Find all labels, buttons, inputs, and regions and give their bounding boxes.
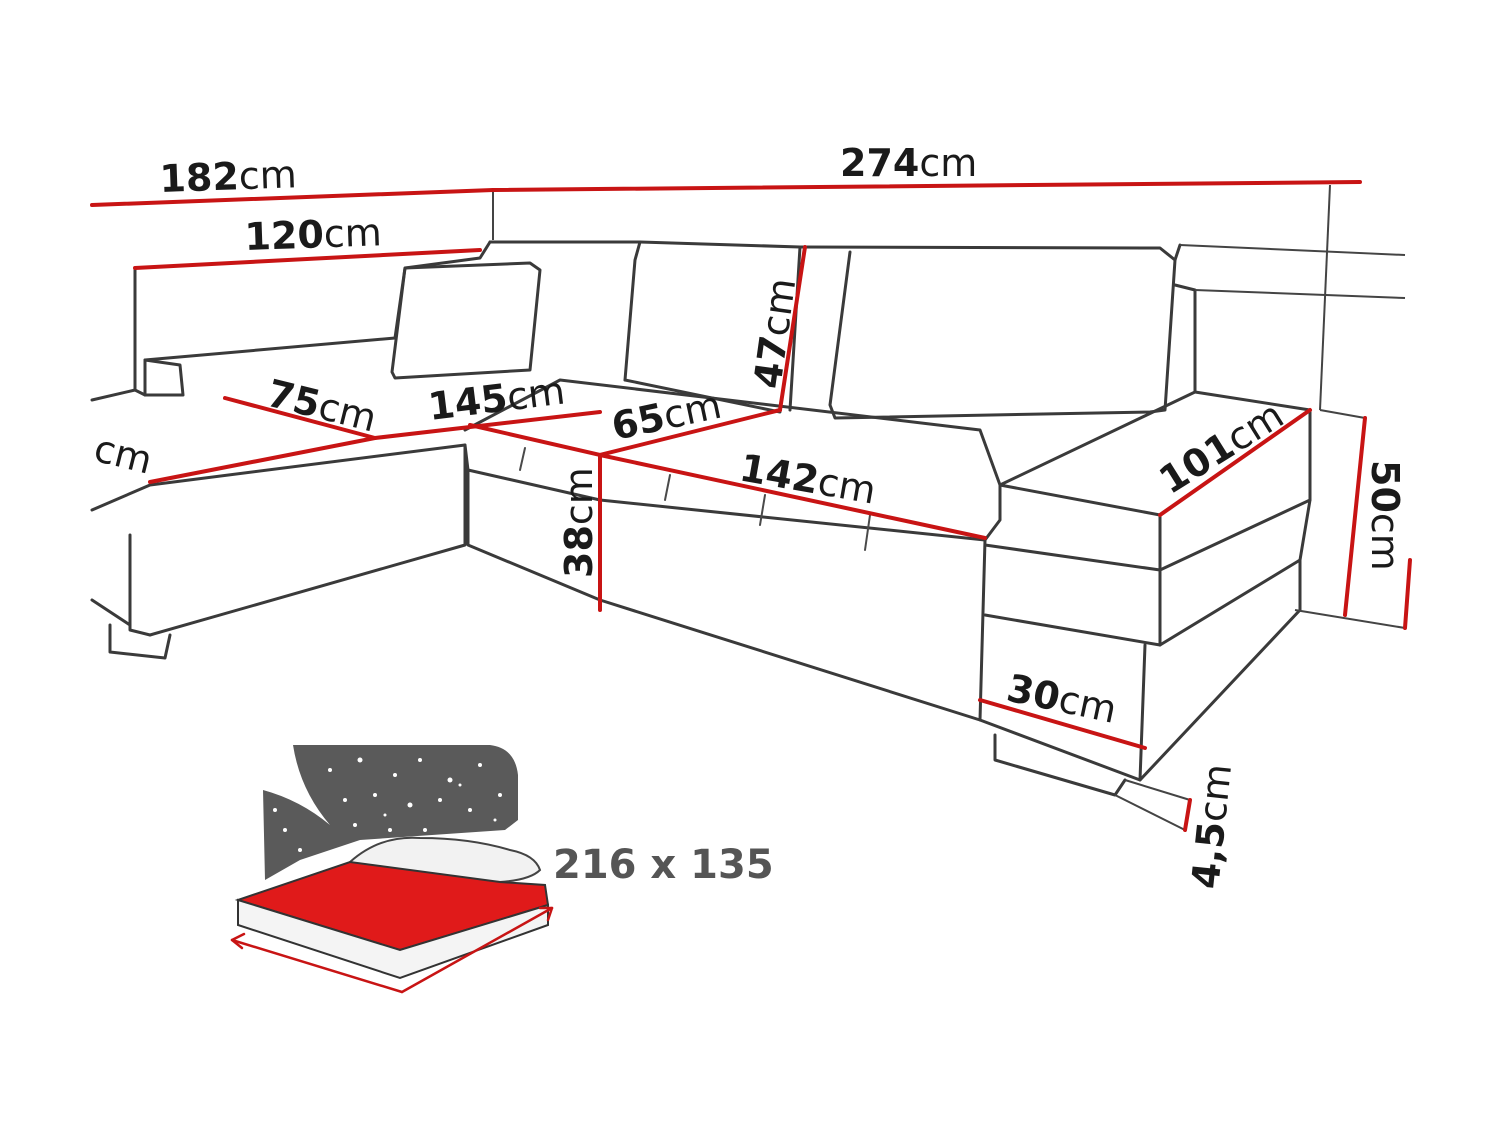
dim-line-50-b xyxy=(1403,558,1412,630)
label-274: 274cm xyxy=(840,141,977,185)
dimension-lines xyxy=(90,180,1412,832)
dim-line-47 xyxy=(778,245,807,412)
dim-line-4-5 xyxy=(1183,798,1192,832)
dim-line-120 xyxy=(133,248,482,270)
dim-line-274 xyxy=(491,180,1362,192)
dim-line-182 xyxy=(90,188,495,207)
label-50: 50cm xyxy=(1363,460,1407,571)
label-75: 75cm xyxy=(263,371,381,441)
headboard-dots xyxy=(273,757,502,852)
sofa-outline xyxy=(90,184,1406,831)
label-142: 142cm xyxy=(736,446,879,513)
label-left-edge: cm xyxy=(90,426,157,483)
dim-line-30 xyxy=(978,698,1147,750)
label-38: 38cm xyxy=(557,467,601,578)
label-182: 182cm xyxy=(159,152,298,201)
label-101: 101cm xyxy=(1151,393,1291,503)
dim-line-142 xyxy=(598,453,987,540)
dim-line-left-seat xyxy=(148,436,377,484)
label-47: 47cm xyxy=(745,275,804,391)
dim-line-101 xyxy=(1158,408,1312,517)
dim-line-50 xyxy=(1343,416,1367,617)
dimension-labels: 182cm 274cm 120cm 75cm 145cm 65cm 47cm 3… xyxy=(90,141,1407,891)
bed-size-label: 216 x 135 xyxy=(553,842,774,888)
label-120: 120cm xyxy=(244,210,383,259)
label-145: 145cm xyxy=(426,369,568,429)
label-4-5: 4,5cm xyxy=(1183,762,1240,891)
bed-icon xyxy=(230,745,554,994)
dim-line-75 xyxy=(223,396,377,440)
dim-line-145 xyxy=(373,410,602,440)
label-65: 65cm xyxy=(608,383,726,449)
